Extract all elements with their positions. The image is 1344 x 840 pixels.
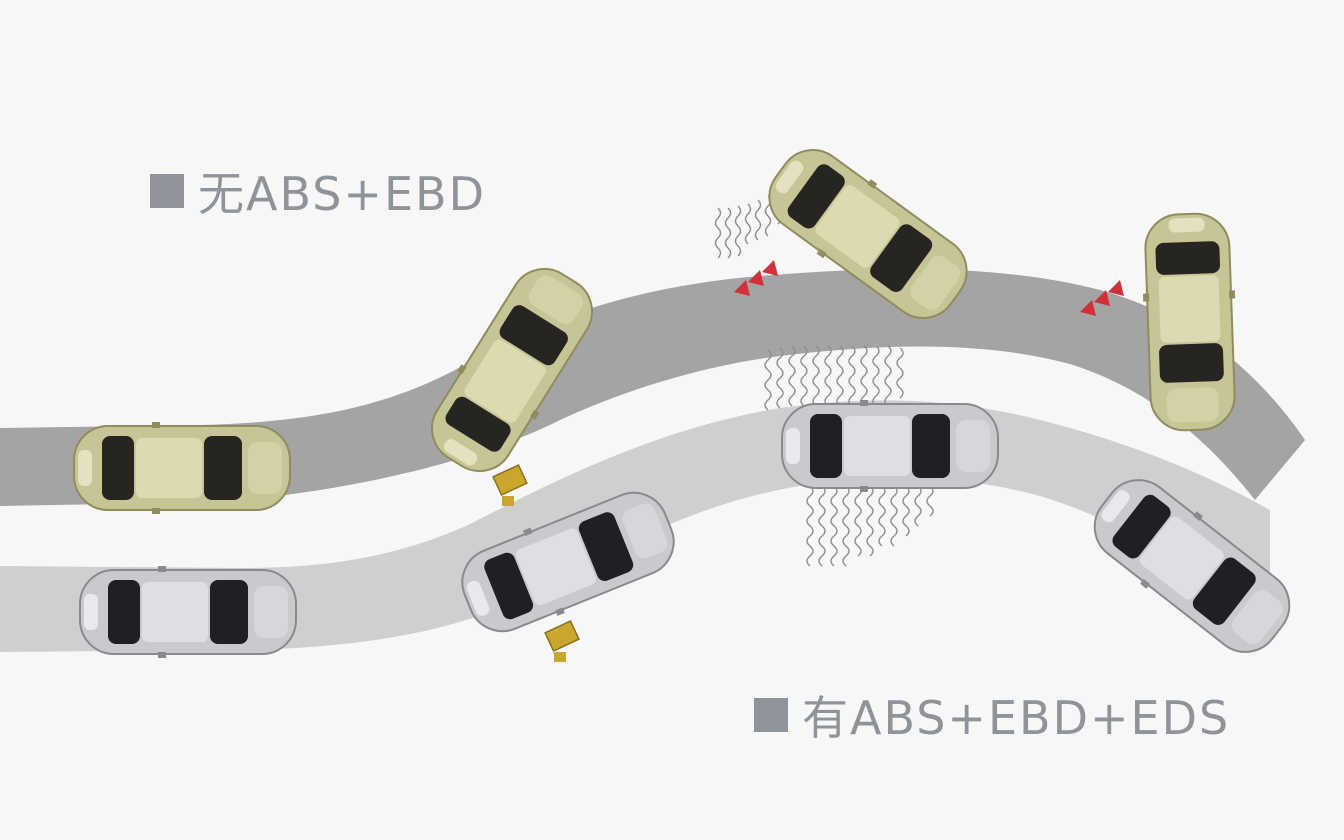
legend-with-abs: 有ABS+EBD+EDS <box>754 682 1230 748</box>
legend-swatch-icon <box>150 174 184 208</box>
legend-without-abs: 无ABS+EBD <box>150 158 486 224</box>
car-silver-1 <box>79 565 297 659</box>
legend-label: 有ABS+EBD+EDS <box>802 691 1231 745</box>
road-upper <box>0 269 1305 506</box>
car-silver-3 <box>781 399 999 493</box>
skid-marks-lower <box>806 485 934 567</box>
car-olive-4 <box>1139 211 1241 433</box>
skid-marks-middle <box>764 345 904 411</box>
traffic-cone-icon <box>544 620 580 663</box>
legend-label: 无ABS+EBD <box>198 167 487 221</box>
legend-swatch-icon <box>754 698 788 732</box>
car-olive-1 <box>73 421 291 515</box>
